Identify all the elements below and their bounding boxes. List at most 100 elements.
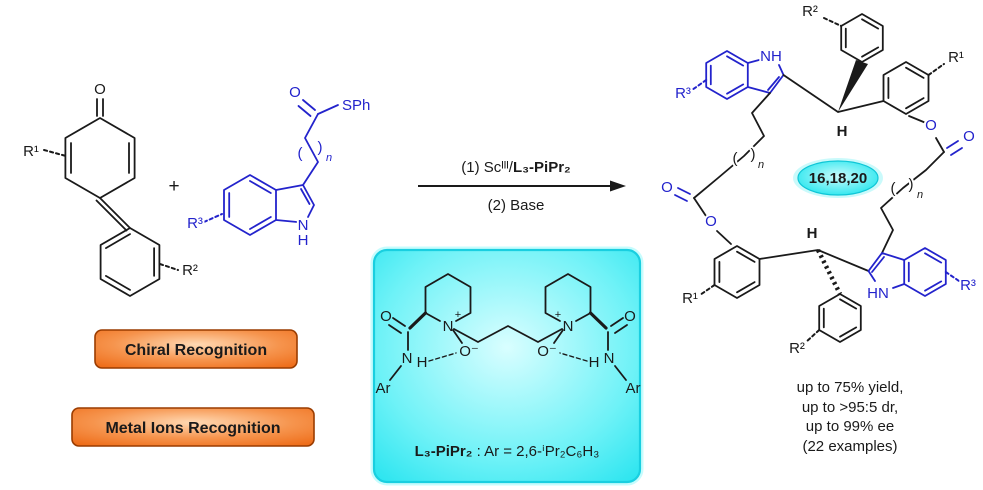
right-o-minus-label: O⁻ bbox=[537, 343, 557, 360]
ligand-caption-bold: L₃-PiPr₂ bbox=[415, 443, 473, 460]
top-left-indole-pyrrole-bonds bbox=[746, 59, 785, 94]
right-amide-h-label: H bbox=[589, 354, 600, 371]
ligand-caption: L₃-PiPr₂ : Ar = 2,6-ⁱPr₂C₆H₃ bbox=[415, 443, 600, 460]
indole-c2c3-double-bond bbox=[300, 188, 311, 205]
top-left-indole-nh-label: NH bbox=[760, 48, 782, 65]
propylene-linker bbox=[453, 325, 563, 343]
left-chain-n-subscript: n bbox=[758, 159, 764, 171]
bottom-r2-variable-bond bbox=[805, 329, 821, 343]
left-alkyl-chain bbox=[693, 92, 771, 199]
left-ester-o-double-label: O bbox=[661, 179, 673, 196]
dienone-ring bbox=[64, 117, 136, 199]
left-hydrogen-bond bbox=[428, 352, 457, 362]
aryl-ring bbox=[99, 227, 161, 297]
top-left-indole-c2c3-double-bond bbox=[767, 76, 780, 91]
result-yield: up to 75% yield, bbox=[797, 379, 904, 396]
alkyl-chain bbox=[302, 113, 319, 186]
metal-ions-recognition-badge bbox=[71, 407, 315, 447]
result-dr: up to >95:5 dr, bbox=[802, 399, 898, 416]
right-amide-n-label: N bbox=[604, 350, 615, 367]
result-ee: up to 99% ee bbox=[806, 418, 894, 435]
left-amide-n-label: N bbox=[402, 350, 413, 367]
left-chain-bracket-close: ) bbox=[751, 146, 756, 163]
bottom-r2-phenyl-ring bbox=[818, 293, 862, 343]
indole-benzo-ring bbox=[223, 174, 277, 236]
chain-n-subscript: n bbox=[326, 152, 332, 164]
r2-label: R² bbox=[182, 262, 198, 279]
ligand-caption-rest: : Ar = 2,6-ⁱPr₂C₆H₃ bbox=[472, 443, 599, 460]
product-results: up to 75% yield, up to >95:5 dr, up to 9… bbox=[797, 379, 904, 455]
left-o-minus-label: O⁻ bbox=[459, 343, 479, 360]
right-amide-stereo-bond bbox=[588, 311, 608, 330]
bottom-left-r1-label: R¹ bbox=[682, 290, 698, 307]
left-ar-bond bbox=[389, 365, 402, 381]
arrow-head bbox=[610, 180, 626, 192]
chiral-recognition-badge bbox=[94, 329, 298, 369]
left-amide-co-double-bond bbox=[388, 317, 406, 334]
aryl-double-bonds bbox=[105, 233, 155, 291]
left-amide-stereo-bond bbox=[408, 311, 428, 330]
arrow-conditions-step1: (1) Scᴵᴵᴵ/L₃-PiPr₂ bbox=[461, 159, 570, 176]
left-n-oxide-bond bbox=[452, 329, 463, 344]
right-chain-bracket-close: ) bbox=[909, 176, 914, 193]
bottom-r2-label: R² bbox=[789, 340, 805, 357]
top-r2-variable-bond bbox=[823, 17, 843, 27]
right-ester-o-link-label: O bbox=[925, 117, 937, 134]
top-right-r1-label: R¹ bbox=[948, 49, 964, 66]
top-left-r3-variable-bond bbox=[691, 79, 708, 91]
right-ar-label: Ar bbox=[626, 380, 641, 397]
r1-variable-bond bbox=[43, 149, 67, 157]
right-n-label: N bbox=[563, 318, 574, 335]
left-amide-o-label: O bbox=[380, 308, 392, 325]
bottom-right-indole-benzo-ring bbox=[903, 247, 947, 297]
top-r2-phenyl-ring bbox=[840, 13, 884, 63]
chiral-recognition-label: Chiral Recognition bbox=[125, 342, 267, 359]
bottom-right-r3-variable-bond bbox=[944, 271, 960, 282]
bottom-stereo-h-label: H bbox=[807, 225, 818, 242]
r3-label: R³ bbox=[187, 215, 203, 232]
ring-size-ellipse bbox=[797, 160, 879, 196]
bottom-left-aryl-ring bbox=[713, 245, 761, 299]
bottom-right-indole-pyrrole-bonds bbox=[867, 252, 906, 289]
result-examples: (22 examples) bbox=[802, 438, 897, 455]
ligand-box: N + O⁻ N + O⁻ O N H Ar O N H Ar L₃-PiPr₂… bbox=[370, 246, 644, 486]
ligand-box-panel bbox=[372, 248, 642, 484]
right-alkyl-chain bbox=[880, 151, 945, 254]
top-left-r3-label: R³ bbox=[675, 85, 691, 102]
right-amide-co-double-bond bbox=[610, 317, 628, 334]
top-stereo-h-label: H bbox=[837, 123, 848, 140]
product-macrocycle: R² H NH R³ R¹ O O ( ) n ( ) n O bbox=[659, 1, 978, 359]
reactant-quinone-methide: O R¹ R² bbox=[21, 79, 200, 297]
left-ar-label: Ar bbox=[376, 380, 391, 397]
thioester-o-label: O bbox=[289, 84, 301, 101]
right-n-oxide-bond bbox=[553, 329, 564, 344]
left-ester-o-link-label: O bbox=[705, 213, 717, 230]
ring-size-numbers: 16,18,20 bbox=[809, 170, 867, 187]
left-ester-bonds bbox=[693, 197, 732, 245]
top-right-r1-variable-bond bbox=[927, 63, 945, 76]
exocyclic-double-bond bbox=[95, 197, 131, 232]
top-left-indole-benzo-ring bbox=[705, 50, 749, 100]
bottom-right-r3-label: R³ bbox=[960, 277, 976, 294]
plus-sign: + bbox=[168, 176, 179, 197]
indole-n-label: N bbox=[298, 217, 309, 234]
top-left-indole-double-bonds bbox=[709, 55, 745, 95]
reaction-arrow: (1) Scᴵᴵᴵ/L₃-PiPr₂ (2) Base bbox=[418, 159, 626, 214]
bottom-right-indole-hn-label: HN bbox=[867, 285, 889, 302]
left-n-label: N bbox=[443, 318, 454, 335]
right-chain-bracket-open: ( bbox=[891, 180, 896, 197]
left-n-plus-label: + bbox=[455, 309, 461, 321]
indole-benzo-double-bonds bbox=[228, 180, 272, 230]
r3-variable-bond bbox=[203, 213, 223, 223]
right-hydrogen-bond bbox=[559, 352, 588, 362]
top-r2-label: R² bbox=[802, 3, 818, 20]
right-amide-o-label: O bbox=[624, 308, 636, 325]
right-n-plus-label: + bbox=[555, 309, 561, 321]
bottom-left-r1-variable-bond bbox=[699, 284, 716, 296]
carbonyl-double-bond bbox=[96, 98, 104, 117]
step1-ligand: L₃-PiPr₂ bbox=[513, 159, 571, 176]
arrow-conditions-step2: (2) Base bbox=[488, 197, 545, 214]
right-ester-co-double-bond bbox=[946, 140, 963, 156]
r2-variable-bond bbox=[159, 263, 179, 271]
